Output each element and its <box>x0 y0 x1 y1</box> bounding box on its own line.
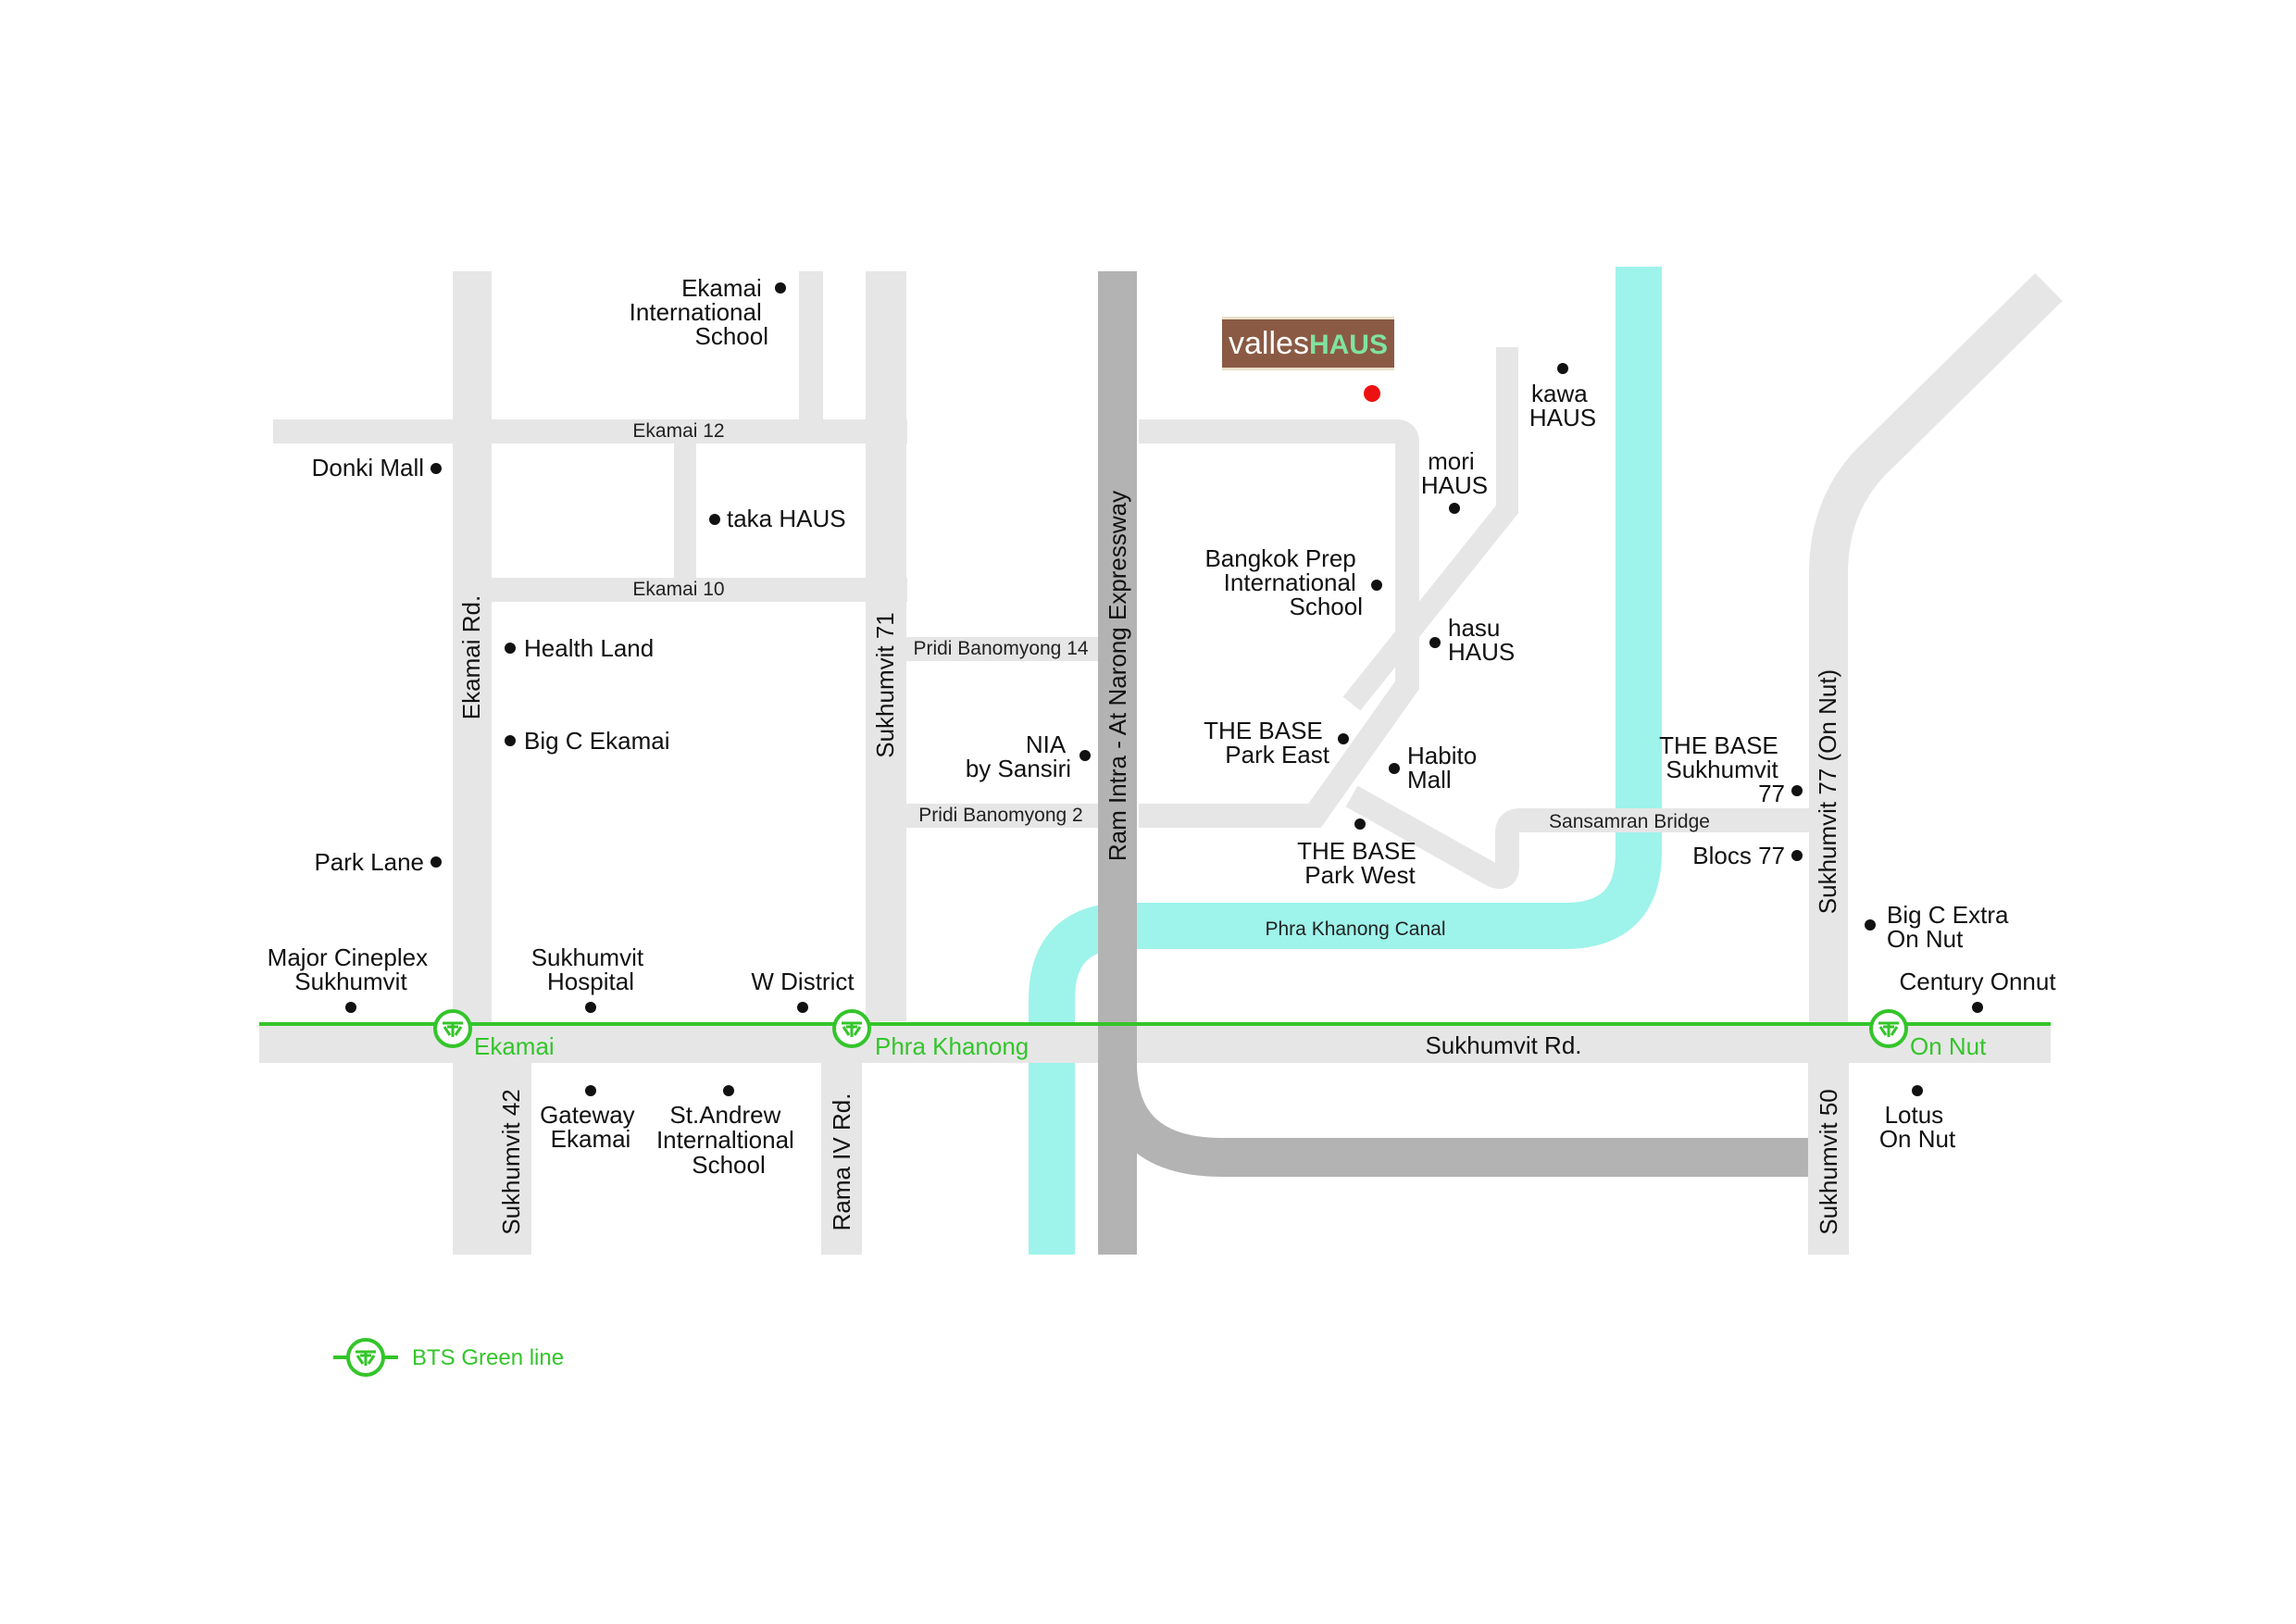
valles-haus-logo: vallesHAUS <box>1222 317 1394 370</box>
poi-gateway-ekamai: Gateway Ekamai <box>540 1101 642 1153</box>
road-pridi-14 <box>906 637 1101 661</box>
label-sukhumvit-50: Sukhumvit 50 <box>1815 1089 1842 1235</box>
label-expressway: Ram Intra - At Narong Expressway <box>1104 491 1131 861</box>
poi-century-onnut: Century Onnut <box>1899 968 2056 995</box>
label-sukhumvit-71: Sukhumvit 71 <box>871 612 899 758</box>
station-ekamai: Ekamai <box>474 1032 555 1060</box>
road-rama-iv <box>821 1063 862 1255</box>
poi-dot <box>775 282 786 294</box>
road-school-lane <box>799 271 823 431</box>
points-of-interest: Ekamai International School Donki Mall t… <box>268 274 2057 1179</box>
road-sukhumvit-42 <box>491 1063 531 1255</box>
road-ekamai-rd <box>453 271 492 1255</box>
road-sukhumvit-main <box>259 1024 2051 1063</box>
poi-big-c-ekamai: Big C Ekamai <box>524 727 670 755</box>
label-sukhumvit-77: Sukhumvit 77 (On Nut) <box>1814 669 1841 914</box>
poi-dot <box>345 1002 356 1013</box>
poi-w-district: W District <box>751 968 855 995</box>
station-phra-khanong: Phra Khanong <box>875 1032 1029 1060</box>
poi-dot <box>430 856 442 868</box>
bts-station-icon <box>1869 1009 1908 1048</box>
poi-taka-haus: taka HAUS <box>727 505 846 532</box>
poi-base-park-east: THE BASE Park East <box>1204 717 1330 768</box>
label-sukhumvit-42: Sukhumvit 42 <box>497 1089 525 1235</box>
poi-dot <box>430 463 442 474</box>
label-pridi-2: Pridi Banomyong 2 <box>918 805 1082 826</box>
label-sukhumvit-rd: Sukhumvit Rd. <box>1425 1031 1581 1059</box>
legend: BTS Green line <box>333 1338 564 1377</box>
poi-dot <box>1791 785 1803 796</box>
poi-ekamai-school: Ekamai International School <box>630 274 768 350</box>
poi-mori-haus: mori HAUS <box>1421 447 1488 499</box>
station-on-nut: On Nut <box>1910 1032 1987 1060</box>
poi-dot <box>1912 1085 1923 1096</box>
poi-dot <box>1371 580 1382 591</box>
poi-dot <box>797 1002 808 1013</box>
poi-base-park-west: THE BASE Park West <box>1297 837 1423 889</box>
poi-lotus-on-nut: Lotus On Nut <box>1879 1101 1956 1153</box>
poi-dot <box>709 514 720 525</box>
label-sansamran-bridge: Sansamran Bridge <box>1549 811 1710 832</box>
poi-habito-mall: Habito Mall <box>1407 742 1483 793</box>
poi-dot <box>585 1085 596 1096</box>
road-pridi-2 <box>906 804 1101 828</box>
road-ekamai-10 <box>491 578 907 602</box>
poi-base-sukhumvit-77: THE BASE Sukhumvit 77 <box>1659 731 1785 807</box>
road-network <box>259 271 2063 1255</box>
road-sukhumvit-50 <box>1808 1063 1849 1255</box>
poi-kawa-haus: kawa HAUS <box>1529 380 1596 431</box>
label-phra-khanong-canal: Phra Khanong Canal <box>1266 918 1446 940</box>
poi-nia-sansiri: NIA by Sansiri <box>966 731 1071 782</box>
label-ekamai-rd: Ekamai Rd. <box>457 595 485 719</box>
poi-health-land: Health Land <box>524 634 654 662</box>
logo-text: vallesHAUS <box>1229 326 1388 361</box>
bts-stations: Ekamai Phra Khanong On Nut <box>433 1009 1987 1060</box>
road-sukhumvit-71 <box>866 271 906 1021</box>
poi-bangkok-prep: Bangkok Prep International School <box>1204 544 1363 620</box>
location-marker-icon <box>1364 385 1380 402</box>
expressway <box>1098 271 1808 1255</box>
bts-station-icon <box>832 1009 871 1048</box>
label-pridi-14: Pridi Banomyong 14 <box>913 638 1088 659</box>
poi-dot <box>1865 919 1876 931</box>
poi-st-andrew-school: St.Andrew Internaltional School <box>656 1101 801 1179</box>
poi-park-lane: Park Lane <box>314 848 424 876</box>
label-ekamai-12: Ekamai 12 <box>632 420 724 442</box>
poi-dot <box>1429 637 1441 648</box>
road-connector <box>674 435 696 588</box>
poi-dot <box>1449 503 1460 514</box>
bts-station-icon <box>346 1338 385 1377</box>
phra-khanong-canal <box>1029 267 1662 1255</box>
poi-sukhumvit-hospital: Sukhumvit Hospital <box>531 943 651 995</box>
poi-dot <box>1389 763 1400 774</box>
bts-station-icon <box>433 1009 472 1048</box>
poi-dot <box>723 1085 734 1096</box>
poi-dot <box>1079 750 1091 761</box>
poi-dot <box>1791 850 1803 861</box>
poi-dot <box>1338 733 1349 744</box>
poi-dot <box>585 1002 596 1013</box>
logo-background <box>1222 317 1394 370</box>
poi-blocs-77: Blocs 77 <box>1692 842 1785 869</box>
label-ekamai-10: Ekamai 10 <box>632 579 724 600</box>
poi-dot <box>1972 1002 1983 1013</box>
canal-south-segment <box>1029 1063 1075 1255</box>
poi-donki-mall: Donki Mall <box>312 454 424 481</box>
poi-dot <box>1557 363 1568 374</box>
legend-bts-green-line: BTS Green line <box>412 1345 564 1370</box>
road-labels: Ekamai 12 Ekamai 10 Pridi Banomyong 14 P… <box>457 420 1842 1235</box>
poi-dot <box>505 735 516 746</box>
poi-big-c-extra: Big C Extra On Nut <box>1887 901 2015 953</box>
poi-dot <box>1354 818 1366 830</box>
poi-dot <box>505 643 516 654</box>
poi-hasu-haus: hasu HAUS <box>1448 614 1515 666</box>
label-rama-iv: Rama IV Rd. <box>828 1093 855 1231</box>
poi-major-cineplex: Major Cineplex Sukhumvit <box>268 943 435 995</box>
